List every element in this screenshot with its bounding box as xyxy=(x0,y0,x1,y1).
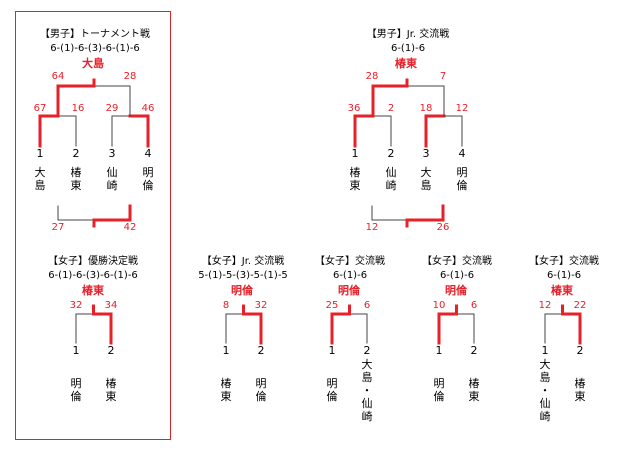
m-jr-team-1: 椿東 xyxy=(349,166,361,192)
w-ex1-title: 【女子】交流戦 xyxy=(315,256,385,267)
highlight-frame xyxy=(15,11,171,440)
w-ex1-team-2: 大島・仙崎 xyxy=(361,358,373,423)
m-tour-semi2-score-a: 29 xyxy=(105,103,119,114)
w-ex1-score-b: 6 xyxy=(363,300,371,311)
w-jr-seed-1: 1 xyxy=(222,344,230,357)
m-tour-final-score-right: 28 xyxy=(123,71,137,82)
m-tour-team-2: 椿東 xyxy=(70,166,82,192)
w-jr-winner: 明倫 xyxy=(231,284,253,297)
w-ex2-seed-1: 1 xyxy=(435,344,443,357)
m-jr-semi1-score-a: 36 xyxy=(347,103,361,114)
m-jr-score: 6-(1)-6 xyxy=(390,43,426,54)
w-ex3-title: 【女子】交流戦 xyxy=(529,256,599,267)
w-ex3-team-2: 椿東 xyxy=(574,377,586,403)
m-jr-team-2: 仙崎 xyxy=(385,166,397,192)
m-tour-third-score-left: 27 xyxy=(51,222,65,233)
m-tour-seed-1: 1 xyxy=(36,147,44,160)
w-jr-team-2: 明倫 xyxy=(255,377,267,403)
w-ex3-score-a: 12 xyxy=(538,300,552,311)
w-ex3-winner: 椿東 xyxy=(551,284,573,297)
w-ex2-score: 6-(1)-6 xyxy=(439,270,475,281)
w-final-score-b: 34 xyxy=(104,300,118,311)
m-tour-semi2-score-b: 46 xyxy=(141,103,155,114)
w-ex1-winner: 明倫 xyxy=(338,284,360,297)
m-jr-seed-3: 3 xyxy=(422,147,430,160)
w-ex2-winner: 明倫 xyxy=(445,284,467,297)
w-ex1-seed-1: 1 xyxy=(328,344,336,357)
m-jr-semi2-score-b: 12 xyxy=(455,103,469,114)
m-tour-seed-3: 3 xyxy=(108,147,116,160)
m-tour-semi1-score-b: 16 xyxy=(71,103,85,114)
w-final-team-1: 明倫 xyxy=(70,377,82,403)
m-jr-seed-1: 1 xyxy=(351,147,359,160)
w-ex3-score-b: 22 xyxy=(573,300,587,311)
w-jr-seed-2: 2 xyxy=(257,344,265,357)
w-jr-score-b: 32 xyxy=(254,300,268,311)
m-tour-team-4: 明倫 xyxy=(142,166,154,192)
w-ex1-score-a: 25 xyxy=(325,300,339,311)
m-jr-seed-2: 2 xyxy=(387,147,395,160)
w-ex2-team-1: 明倫 xyxy=(433,377,445,403)
m-jr-winner: 椿東 xyxy=(395,57,417,70)
m-jr-final-score-left: 28 xyxy=(365,71,379,82)
w-ex2-title: 【女子】交流戦 xyxy=(422,256,492,267)
w-final-score-a: 32 xyxy=(69,300,83,311)
w-ex2-seed-2: 2 xyxy=(470,344,478,357)
m-tour-seed-2: 2 xyxy=(72,147,80,160)
m-tour-winner: 大島 xyxy=(82,57,104,70)
m-tour-third-score-right: 42 xyxy=(123,222,137,233)
w-ex2-score-b: 6 xyxy=(470,300,478,311)
m-jr-final-score-right: 7 xyxy=(439,71,447,82)
w-ex2-team-2: 椿東 xyxy=(468,377,480,403)
m-jr-third-score-left: 12 xyxy=(365,222,379,233)
m-jr-title: 【男子】Jr. 交流戦 xyxy=(366,29,450,40)
w-final-seed-2: 2 xyxy=(107,344,115,357)
w-ex1-seed-2: 2 xyxy=(363,344,371,357)
w-jr-team-1: 椿東 xyxy=(220,377,232,403)
w-final-title: 【女子】優勝決定戦 xyxy=(48,256,138,267)
m-tour-final-score-left: 64 xyxy=(51,71,65,82)
w-ex3-score: 6-(1)-6 xyxy=(546,270,582,281)
m-jr-semi2-score-a: 18 xyxy=(419,103,433,114)
w-ex3-seed-1: 1 xyxy=(541,344,549,357)
m-tour-score: 6-(1)-6-(3)-6-(1)-6 xyxy=(50,43,140,54)
m-tour-semi1-score-a: 67 xyxy=(33,103,47,114)
m-tour-seed-4: 4 xyxy=(144,147,152,160)
m-jr-semi1-score-b: 2 xyxy=(387,103,395,114)
w-ex2-score-a: 10 xyxy=(432,300,446,311)
m-jr-team-3: 大島 xyxy=(420,166,432,192)
w-ex1-team-1: 明倫 xyxy=(326,377,338,403)
w-ex1-score: 6-(1)-6 xyxy=(332,270,368,281)
w-jr-title: 【女子】Jr. 交流戦 xyxy=(201,256,285,267)
w-final-seed-1: 1 xyxy=(72,344,80,357)
m-jr-team-4: 明倫 xyxy=(456,166,468,192)
w-final-score: 6-(1)-6-(3)-6-(1)-6 xyxy=(48,270,138,281)
m-tour-team-3: 仙崎 xyxy=(106,166,118,192)
m-jr-seed-4: 4 xyxy=(458,147,466,160)
w-final-team-2: 椿東 xyxy=(105,377,117,403)
m-tour-team-1: 大島 xyxy=(34,166,46,192)
m-tour-title: 【男子】トーナメント戦 xyxy=(40,29,150,40)
w-ex3-seed-2: 2 xyxy=(576,344,584,357)
w-jr-score-a: 8 xyxy=(222,300,230,311)
w-final-winner: 椿東 xyxy=(82,284,104,297)
w-jr-score: 5-(1)-5-(3)-5-(1)-5 xyxy=(198,270,288,281)
m-jr-third-score-right: 26 xyxy=(436,222,450,233)
w-ex3-team-1: 大島・仙崎 xyxy=(539,358,551,423)
